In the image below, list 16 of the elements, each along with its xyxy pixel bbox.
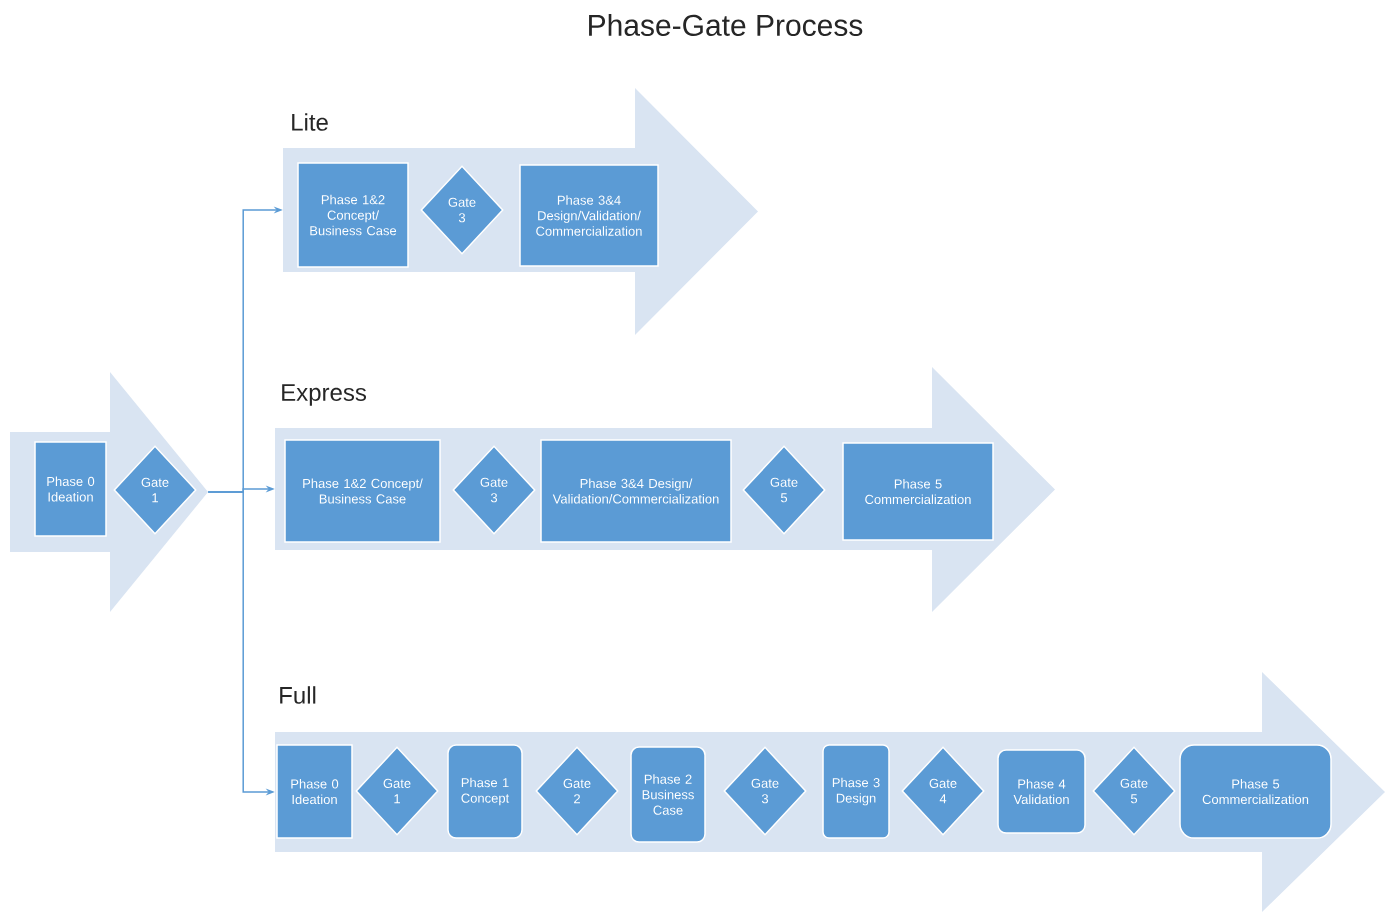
phase-box: Phase 5 Commercialization xyxy=(1179,744,1332,839)
phase-box: Phase 1&2 Concept/Business Case xyxy=(297,162,409,268)
band-heading: Express xyxy=(282,384,367,406)
phase-box: Phase 0 Ideation xyxy=(276,744,353,839)
phase-box: Phase 0 Ideation xyxy=(34,441,107,537)
phase-box: Phase 2 Business Case xyxy=(630,746,706,843)
phase-box: Phase 3&4 Design/Validation/Commercialization xyxy=(519,164,659,267)
phase-box: Phase 4 Validation xyxy=(997,749,1086,834)
band-heading: Lite xyxy=(292,113,328,131)
band-heading: Full xyxy=(280,686,316,704)
title: Phase-Gate Process xyxy=(589,14,863,36)
phase-box: Phase 3 Design xyxy=(822,744,890,839)
phase-box: Phase 1 Concept xyxy=(447,744,523,839)
phase-box: Phase 3&4 Design/Validation/Commercialization xyxy=(540,439,732,543)
phase-box: Phase 1&2 Concept/Business Case xyxy=(284,439,441,543)
phase-box: Phase 5 Commercialization xyxy=(842,442,994,541)
